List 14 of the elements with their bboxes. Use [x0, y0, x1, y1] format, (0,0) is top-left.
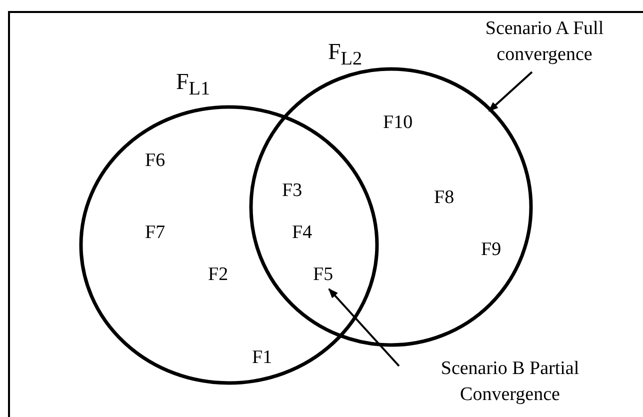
element-label: F2: [208, 265, 228, 284]
set-label: F$_{L2}$: [328, 40, 362, 69]
element-label: F3: [282, 181, 302, 200]
leader-arrow: [328, 288, 400, 367]
element-label: F9: [481, 240, 502, 259]
element-label: F1: [252, 348, 272, 367]
element-label: F7: [145, 223, 166, 242]
element-label: F6: [145, 151, 166, 170]
element-label: F10: [383, 113, 413, 132]
element-label: F5: [313, 265, 334, 284]
leader-arrow: [488, 71, 533, 112]
set-label: F$_{L1}$: [176, 70, 210, 99]
element-label: F8: [434, 188, 454, 207]
element-label: F4: [292, 223, 312, 242]
